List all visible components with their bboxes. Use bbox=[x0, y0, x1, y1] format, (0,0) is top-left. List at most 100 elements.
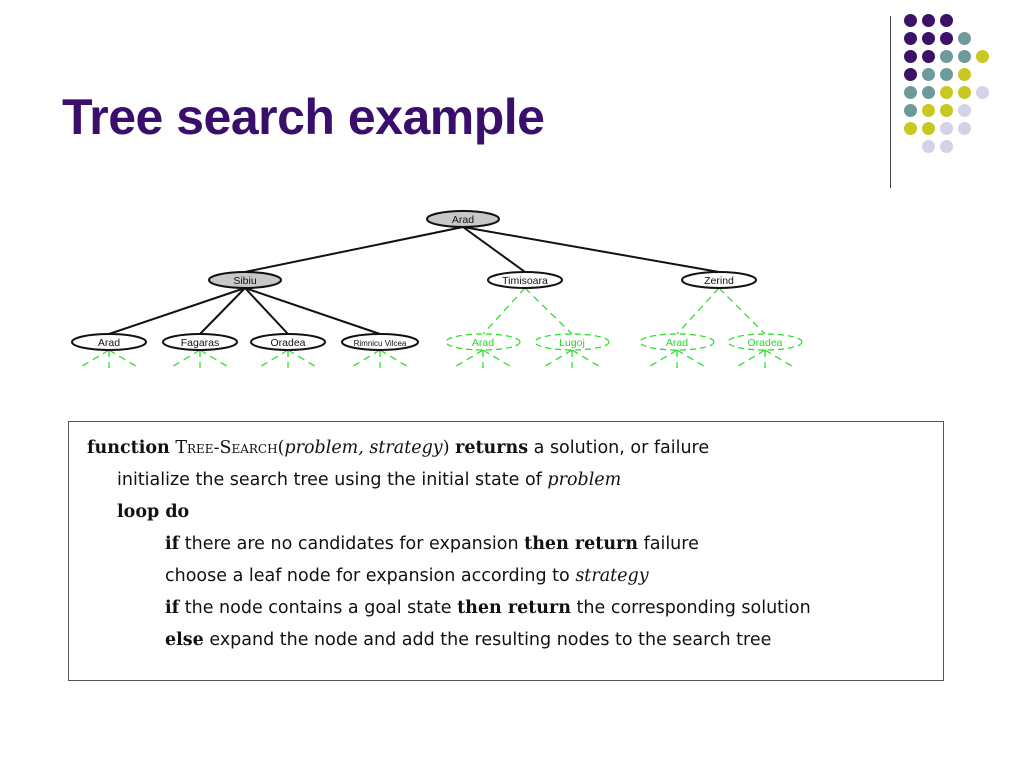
tree-edge bbox=[244, 287, 289, 335]
tree-node-level1: Sibiu bbox=[208, 271, 282, 289]
decorative-dot bbox=[904, 68, 917, 81]
frontier-stub bbox=[764, 349, 796, 369]
frontier-edge bbox=[482, 287, 526, 335]
condition-text: there are no candidates for expansion bbox=[184, 534, 519, 554]
variable-problem: problem bbox=[547, 470, 622, 490]
function-name: Tree-Search( bbox=[175, 438, 285, 458]
frontier-stub bbox=[287, 349, 319, 369]
node-label: Lugoj bbox=[559, 337, 585, 349]
tree-edge bbox=[108, 287, 246, 335]
node-label: Arad bbox=[98, 337, 120, 349]
keyword-if: if bbox=[165, 534, 180, 554]
node-ellipse bbox=[727, 333, 803, 351]
decorative-dot bbox=[904, 32, 917, 45]
keyword-then-return: then return bbox=[524, 534, 638, 554]
frontier-edge bbox=[718, 287, 766, 335]
variable-strategy: strategy bbox=[575, 566, 649, 586]
node-label: Zerind bbox=[704, 275, 734, 287]
decorative-dot bbox=[958, 104, 971, 117]
tree-node-level2: Oradea bbox=[727, 333, 803, 351]
keyword-function: function bbox=[87, 438, 170, 458]
tree-node-level2: Rimnicu Vilcea bbox=[341, 333, 419, 351]
decorative-dot bbox=[976, 86, 989, 99]
expand-text: expand the node and add the resulting no… bbox=[209, 630, 772, 650]
node-ellipse bbox=[445, 333, 521, 351]
node-ellipse bbox=[681, 271, 757, 289]
keyword-if: if bbox=[165, 598, 180, 618]
tree-node-level2: Oradea bbox=[250, 333, 326, 351]
slide-title: Tree search example bbox=[62, 89, 545, 145]
decorative-dot bbox=[904, 14, 917, 27]
decorative-dot bbox=[958, 32, 971, 45]
node-ellipse bbox=[341, 333, 419, 351]
pseudocode-line-else: else expand the node and add the resulti… bbox=[165, 630, 771, 650]
node-ellipse bbox=[639, 333, 715, 351]
frontier-stub bbox=[646, 349, 678, 369]
node-ellipse bbox=[250, 333, 326, 351]
decorative-dot bbox=[922, 140, 935, 153]
node-label: Sibiu bbox=[233, 275, 257, 287]
node-label: Timisoara bbox=[502, 275, 548, 287]
tree-edge bbox=[244, 226, 464, 273]
frontier-edge bbox=[676, 287, 720, 335]
tree-node-level2: Arad bbox=[445, 333, 521, 351]
title-divider bbox=[890, 16, 891, 188]
pseudocode-line-initialize: initialize the search tree using the ini… bbox=[117, 470, 621, 490]
node-label: Fagaras bbox=[181, 337, 220, 349]
frontier-stub bbox=[676, 349, 708, 369]
tree-node-level1: Zerind bbox=[681, 271, 757, 289]
node-label: Oradea bbox=[747, 337, 782, 349]
decorative-dot bbox=[922, 32, 935, 45]
node-label: Rimnicu Vilcea bbox=[354, 339, 407, 348]
node-label: Arad bbox=[452, 214, 474, 226]
pseudocode-line-if-empty: if there are no candidates for expansion… bbox=[165, 534, 699, 554]
decorative-dot bbox=[958, 122, 971, 135]
pseudocode-line-loop: loop do bbox=[117, 502, 189, 522]
keyword-else: else bbox=[165, 630, 204, 650]
decorative-dot bbox=[940, 140, 953, 153]
frontier-stub bbox=[452, 349, 484, 369]
frontier-stub bbox=[78, 349, 110, 369]
tree-node-root: Arad bbox=[426, 210, 500, 228]
tree-node-level2: Arad bbox=[639, 333, 715, 351]
node-ellipse bbox=[162, 333, 238, 351]
tree-node-level1: Timisoara bbox=[487, 271, 563, 289]
function-params: problem, strategy bbox=[284, 438, 443, 458]
decorative-dot bbox=[904, 104, 917, 117]
keyword-returns: returns bbox=[455, 438, 529, 458]
decorative-dot bbox=[922, 104, 935, 117]
decorative-dot bbox=[958, 86, 971, 99]
node-ellipse bbox=[487, 271, 563, 289]
node-ellipse bbox=[71, 333, 147, 351]
decorative-dot bbox=[922, 14, 935, 27]
frontier-stub bbox=[541, 349, 573, 369]
keyword-loop-do: loop do bbox=[117, 502, 190, 522]
node-label: Arad bbox=[666, 337, 688, 349]
frontier-stub bbox=[571, 349, 603, 369]
decorative-dot bbox=[904, 86, 917, 99]
frontier-stub bbox=[349, 349, 381, 369]
decorative-dot bbox=[940, 32, 953, 45]
tree-edge bbox=[462, 226, 720, 273]
function-close-paren: ) bbox=[442, 438, 450, 458]
tree-edge bbox=[199, 287, 246, 335]
decorative-dot-grid bbox=[904, 14, 1014, 164]
decorative-dot bbox=[922, 68, 935, 81]
decorative-dot bbox=[904, 122, 917, 135]
frontier-stub bbox=[734, 349, 766, 369]
decorative-dot bbox=[922, 86, 935, 99]
initialize-text: initialize the search tree using the ini… bbox=[117, 470, 542, 490]
return-description: a solution, or failure bbox=[533, 438, 710, 458]
frontier-stub bbox=[482, 349, 514, 369]
decorative-dot bbox=[940, 86, 953, 99]
pseudocode-line-if-goal: if the node contains a goal state then r… bbox=[165, 598, 811, 618]
choose-text: choose a leaf node for expansion accordi… bbox=[165, 566, 570, 586]
node-label: Arad bbox=[472, 337, 494, 349]
tree-node-level2: Fagaras bbox=[162, 333, 238, 351]
node-label: Oradea bbox=[270, 337, 305, 349]
decorative-dot bbox=[904, 50, 917, 63]
node-ellipse bbox=[426, 210, 500, 228]
decorative-dot bbox=[958, 68, 971, 81]
decorative-dot bbox=[958, 50, 971, 63]
